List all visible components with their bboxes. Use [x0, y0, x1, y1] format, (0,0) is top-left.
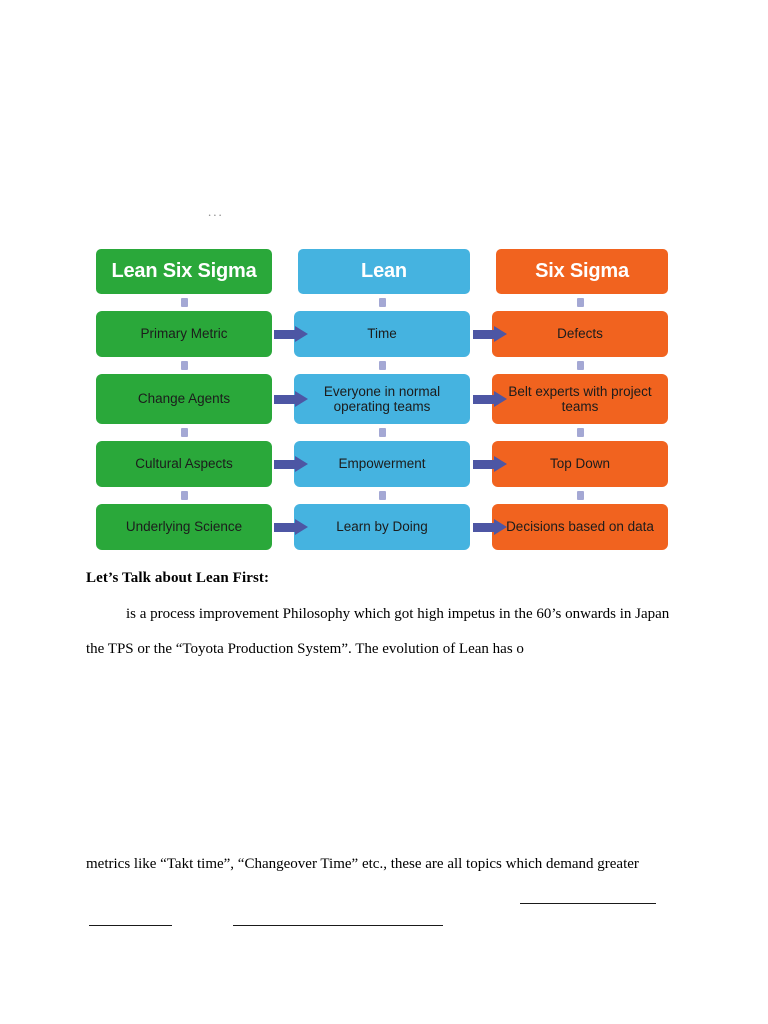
connector-dot-icon: [378, 491, 386, 500]
cell-underlying-science-lean: Learn by Doing: [294, 504, 470, 550]
arrow-right-icon: [473, 519, 509, 535]
diagram-connector-row-3: [96, 424, 668, 441]
arrow-shaft: [274, 459, 296, 469]
cell-primary-metric-lean: Time: [294, 311, 470, 357]
arrow-head: [295, 456, 308, 472]
diagram-connector-row-4: [96, 487, 668, 504]
paragraph-line-3: metrics like “Takt time”, “Changeover Ti…: [86, 856, 639, 872]
diagram-header-lean-six-sigma: Lean Six Sigma: [96, 249, 272, 294]
cell-change-agents-lean: Everyone in normal operating teams: [294, 374, 470, 424]
arrow-shaft: [274, 394, 296, 404]
arrow-head: [494, 519, 507, 535]
diagram-row-change-agents: Change Agents Everyone in normal operati…: [96, 374, 668, 424]
connector-slot-green: [96, 357, 272, 374]
diagram-row-primary-metric: Primary Metric Time Defects: [96, 311, 668, 357]
arrow-head: [494, 456, 507, 472]
connector-dot-icon: [576, 491, 584, 500]
arrow-right-icon: [473, 456, 509, 472]
arrow-right-icon: [473, 391, 509, 407]
arrow-right-icon: [473, 326, 509, 342]
connector-dot-icon: [576, 298, 584, 307]
arrow-shaft: [274, 522, 296, 532]
cell-primary-metric-lean-six-sigma: Primary Metric: [96, 311, 272, 357]
ellipsis-marker: ...: [208, 204, 224, 219]
arrow-head: [295, 519, 308, 535]
connector-dot-icon: [180, 428, 188, 437]
diagram-connector-row-1: [96, 294, 668, 311]
diagram-header-lean: Lean: [298, 249, 470, 294]
arrow-shaft: [473, 522, 495, 532]
horizontal-rule-left: [89, 925, 172, 926]
paragraph-line-1: is a process improvement Philosophy whic…: [126, 606, 670, 622]
diagram-header-six-sigma: Six Sigma: [496, 249, 668, 294]
connector-slot-orange: [492, 424, 668, 441]
connector-dot-icon: [378, 361, 386, 370]
cell-cultural-aspects-six-sigma: Top Down: [492, 441, 668, 487]
connector-slot-blue: [294, 357, 470, 374]
cell-underlying-science-lean-six-sigma: Underlying Science: [96, 504, 272, 550]
arrow-head: [494, 326, 507, 342]
diagram-row-underlying-science: Underlying Science Learn by Doing Decisi…: [96, 504, 668, 550]
lean-six-sigma-comparison-diagram: Lean Six Sigma Lean Six Sigma Primary Me…: [96, 249, 668, 550]
cell-change-agents-lean-six-sigma: Change Agents: [96, 374, 272, 424]
horizontal-rule-right: [520, 903, 656, 904]
cell-underlying-science-six-sigma: Decisions based on data: [492, 504, 668, 550]
connector-slot-orange: [492, 487, 668, 504]
paragraph-line-2: the TPS or the “Toyota Production System…: [86, 641, 524, 657]
connector-dot-icon: [180, 491, 188, 500]
connector-slot-orange: [492, 294, 668, 311]
arrow-shaft: [274, 329, 296, 339]
connector-slot-blue: [294, 487, 470, 504]
connector-dot-icon: [180, 298, 188, 307]
arrow-shaft: [473, 394, 495, 404]
arrow-right-icon: [274, 391, 310, 407]
diagram-header-row: Lean Six Sigma Lean Six Sigma: [96, 249, 668, 294]
arrow-head: [295, 391, 308, 407]
section-heading: Let’s Talk about Lean First:: [86, 570, 270, 586]
cell-cultural-aspects-lean: Empowerment: [294, 441, 470, 487]
arrow-shaft: [473, 459, 495, 469]
arrow-head: [295, 326, 308, 342]
connector-dot-icon: [576, 428, 584, 437]
connector-dot-icon: [378, 428, 386, 437]
connector-slot-blue: [294, 424, 470, 441]
connector-slot-blue: [294, 294, 470, 311]
arrow-shaft: [473, 329, 495, 339]
diagram-connector-row-2: [96, 357, 668, 374]
connector-slot-green: [96, 424, 272, 441]
connector-slot-green: [96, 294, 272, 311]
cell-primary-metric-six-sigma: Defects: [492, 311, 668, 357]
arrow-head: [494, 391, 507, 407]
connector-dot-icon: [378, 298, 386, 307]
connector-slot-orange: [492, 357, 668, 374]
connector-dot-icon: [576, 361, 584, 370]
arrow-right-icon: [274, 519, 310, 535]
horizontal-rule-middle: [233, 925, 443, 926]
arrow-right-icon: [274, 456, 310, 472]
diagram-row-cultural-aspects: Cultural Aspects Empowerment Top Down: [96, 441, 668, 487]
cell-change-agents-six-sigma: Belt experts with project teams: [492, 374, 668, 424]
connector-dot-icon: [180, 361, 188, 370]
cell-cultural-aspects-lean-six-sigma: Cultural Aspects: [96, 441, 272, 487]
arrow-right-icon: [274, 326, 310, 342]
connector-slot-green: [96, 487, 272, 504]
